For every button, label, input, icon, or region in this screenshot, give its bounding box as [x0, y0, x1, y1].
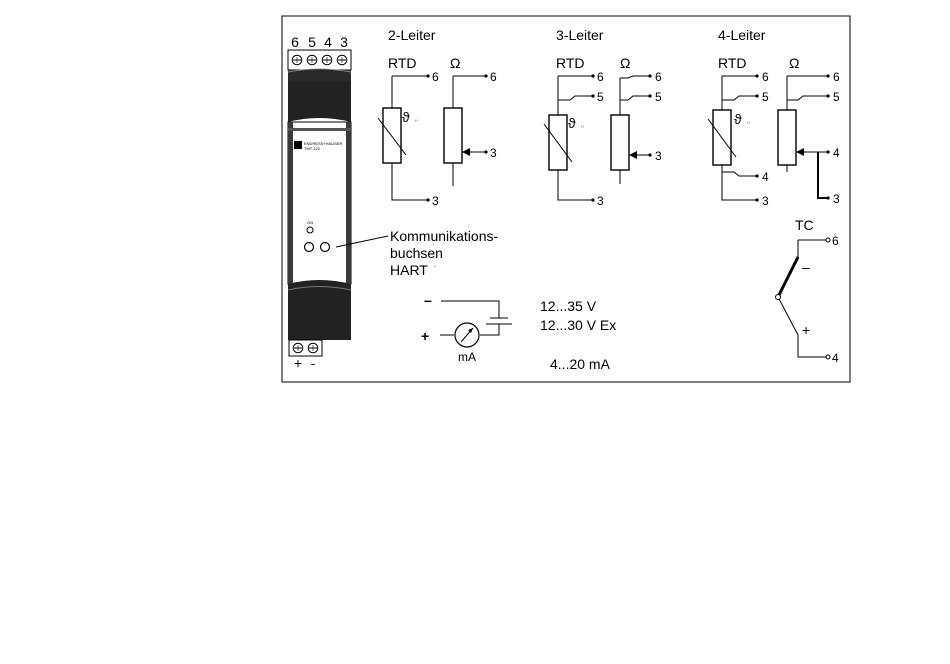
four-wire-rtd-term-3: 3 — [762, 194, 769, 208]
two-wire-ohm-term-6: 6 — [490, 70, 497, 84]
three-wire-ohm-term-5: 5 — [655, 90, 662, 104]
two-wire-title: 2-Leiter — [388, 27, 436, 43]
two-wire-rtd-term-3: 3 — [432, 194, 439, 208]
four-wire-potentiometer — [778, 74, 830, 199]
four-wire-rtd-term-6: 6 — [762, 70, 769, 84]
tc-term-6: 6 — [832, 234, 839, 248]
sockets-label-line2: buchsen — [390, 245, 443, 261]
terminal-label-plus: + — [294, 355, 302, 371]
thermocouple-section: TC – + 6 4 — [776, 217, 840, 365]
three-wire-ohm-term-3: 3 — [655, 149, 662, 163]
terminal-label-5: 5 — [308, 34, 316, 50]
two-wire-potentiometer — [444, 74, 488, 186]
four-wire-rtd-term-4: 4 — [762, 170, 769, 184]
brand-logo — [294, 141, 302, 149]
two-wire-temp-arrows: ↑↑ — [414, 118, 418, 123]
three-wire-rtd-sensor: ϑ ↑↑ — [544, 74, 595, 201]
top-terminal-labels: 6 5 4 3 — [291, 34, 348, 50]
four-wire-rtd-label: RTD — [718, 55, 747, 71]
device-housing — [288, 69, 351, 340]
three-wire-rtd-term-5: 5 — [597, 90, 604, 104]
four-wire-ohm-term-5: 5 — [833, 90, 840, 104]
status-led — [307, 227, 313, 233]
tc-term-4: 4 — [832, 351, 839, 365]
sockets-label-line3: HART — [390, 262, 428, 278]
three-wire-temp-arrows: ↑↑ — [580, 124, 584, 129]
device-model: TMT 122 — [304, 146, 321, 151]
three-wire-temp-symbol: ϑ — [568, 115, 576, 131]
three-wire-title: 3-Leiter — [556, 27, 604, 43]
two-wire-rtd-sensor: ϑ ↑↑ — [378, 74, 430, 201]
tc-plus: + — [802, 322, 810, 338]
three-wire-rtd-term-3: 3 — [597, 194, 604, 208]
three-wire-potentiometer — [611, 74, 652, 184]
transmitter-device: 6 5 4 3 ENDRESS+HAUSER TMT 122 ON — [288, 34, 351, 371]
three-wire-rtd-term-6: 6 — [597, 70, 604, 84]
sockets-label-mark: * — [434, 264, 436, 269]
sockets-label-line1: Kommunikations- — [390, 228, 498, 244]
four-wire-ohm-term-3: 3 — [833, 192, 840, 206]
supply-voltage-line2: 12...30 V Ex — [540, 317, 616, 333]
led-label: ON — [307, 220, 313, 225]
two-wire-ohm-term-3: 3 — [490, 146, 497, 160]
two-wire-rtd-label: RTD — [388, 55, 417, 71]
three-wire-ohm-label: Ω — [620, 55, 630, 71]
supply-minus: – — [424, 292, 432, 308]
four-wire-rtd-term-5: 5 — [762, 90, 769, 104]
four-wire-temp-arrows: ↑↑ — [746, 120, 750, 125]
three-wire-section: 3-Leiter RTD Ω ϑ ↑↑ 6 5 3 — [544, 27, 662, 208]
three-wire-rtd-label: RTD — [556, 55, 585, 71]
four-wire-ohm-term-6: 6 — [833, 70, 840, 84]
supply-current: 4...20 mA — [550, 356, 611, 372]
ammeter-icon — [455, 323, 479, 347]
four-wire-temp-symbol: ϑ — [734, 111, 742, 127]
three-wire-ohm-term-6: 6 — [655, 70, 662, 84]
terminal-label-minus: - — [311, 355, 316, 371]
two-wire-rtd-term-6: 6 — [432, 70, 439, 84]
four-wire-rtd-sensor: ϑ ↑↑ — [708, 74, 759, 201]
ammeter-label: mA — [458, 350, 476, 364]
terminal-label-4: 4 — [324, 34, 332, 50]
terminal-label-6: 6 — [291, 34, 299, 50]
two-wire-ohm-label: Ω — [450, 55, 460, 71]
two-wire-section: 2-Leiter RTD Ω ϑ ↑↑ 6 3 6 3 — [378, 27, 497, 208]
four-wire-section: 4-Leiter RTD Ω ϑ ↑↑ 6 5 4 3 — [708, 27, 840, 208]
tc-minus: – — [802, 259, 810, 275]
four-wire-title: 4-Leiter — [718, 27, 766, 43]
four-wire-ohm-label: Ω — [789, 55, 799, 71]
four-wire-ohm-term-4: 4 — [833, 146, 840, 160]
supply-loop: – + mA 12...35 V 12...30 V Ex 4...20 mA — [421, 292, 616, 372]
comm-socket-left — [305, 243, 314, 252]
tc-title: TC — [795, 217, 814, 233]
terminal-label-3: 3 — [340, 34, 348, 50]
comm-socket-right — [321, 243, 330, 252]
two-wire-temp-symbol: ϑ — [402, 109, 410, 125]
supply-voltage-line1: 12...35 V — [540, 298, 597, 314]
supply-plus: + — [421, 328, 429, 344]
